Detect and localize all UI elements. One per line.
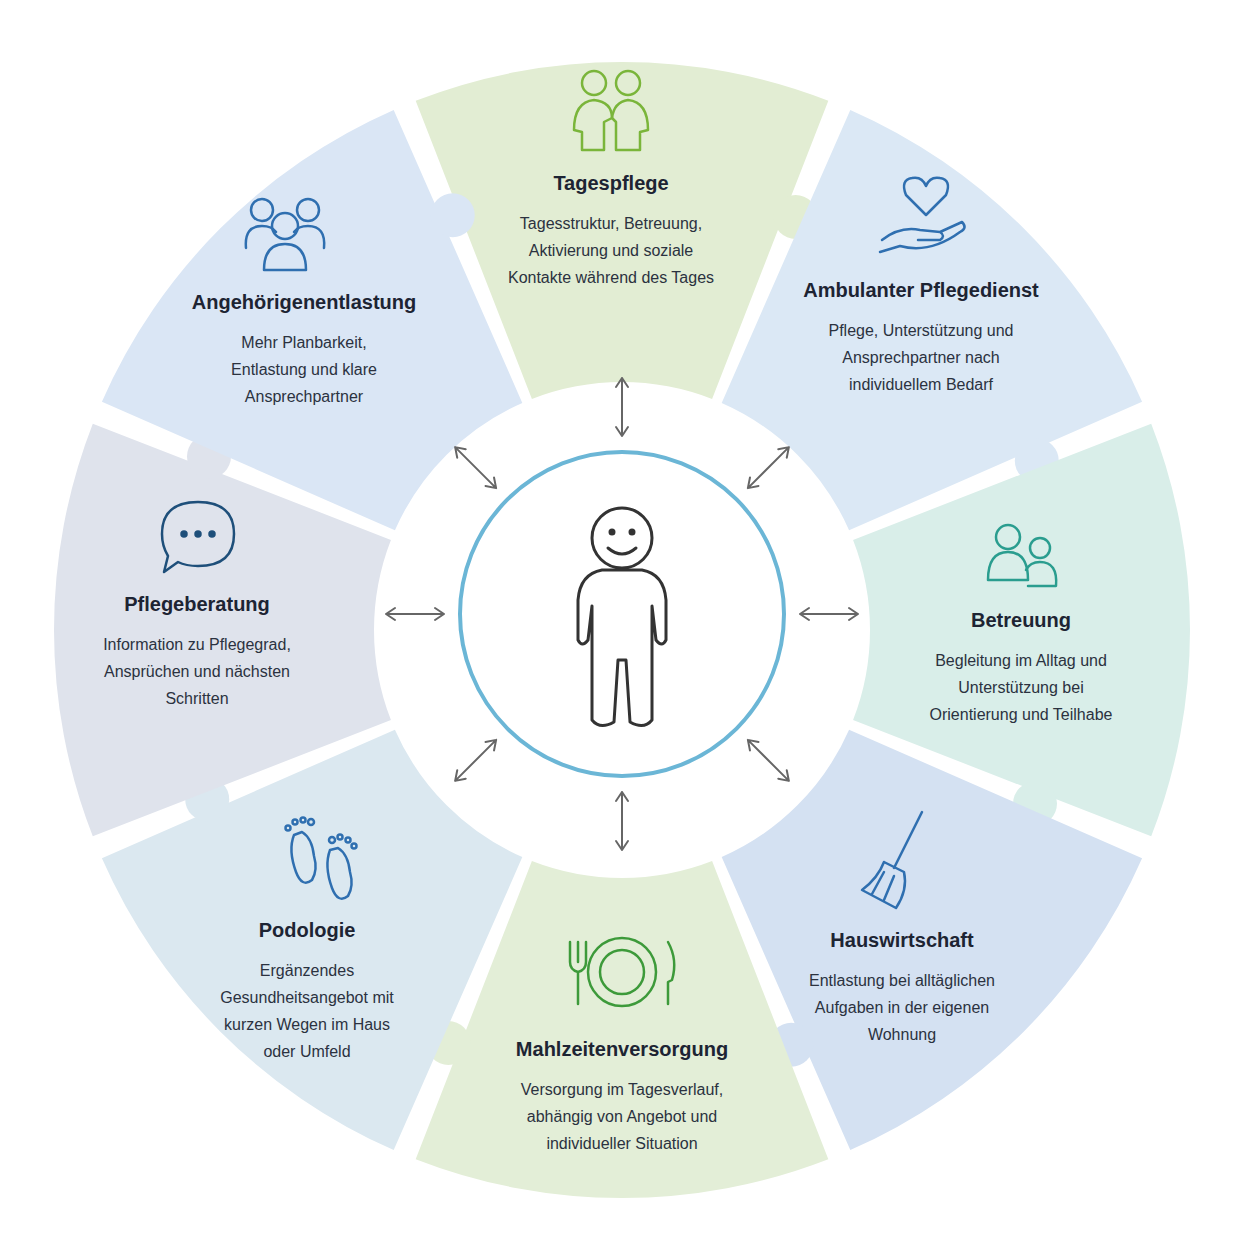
- service-segment: PodologieErgänzendes Gesundheitsangebot …: [203, 917, 411, 1065]
- segment-heading: Hauswirtschaft: [787, 927, 1017, 953]
- segment-description: Mehr Planbarkeit, Entlastung und klare A…: [212, 329, 397, 410]
- plate-icon: [570, 938, 674, 1006]
- service-segment: Ambulanter PflegedienstPflege, Unterstüt…: [799, 277, 1043, 398]
- segment-description: Ergänzendes Gesundheitsangebot mit kurze…: [207, 957, 407, 1065]
- segment-description: Information zu Pflegegrad, Ansprüchen un…: [87, 631, 307, 712]
- double-arrow: [386, 608, 444, 620]
- double-arrow: [455, 740, 496, 781]
- broom-icon: [862, 812, 922, 908]
- people-icon: [574, 71, 648, 150]
- segment-heading: Angehörigenentlastung: [188, 289, 421, 315]
- segment-heading: Mahlzeitenversorgung: [499, 1036, 745, 1062]
- service-segment: MahlzeitenversorgungVersorgung im Tagesv…: [499, 1036, 745, 1157]
- double-arrow: [616, 378, 628, 436]
- service-segment: PflegeberatungInformation zu Pflegegrad,…: [83, 591, 311, 712]
- service-segment: TagespflegeTagesstruktur, Betreuung, Akt…: [491, 170, 731, 291]
- service-segment: HauswirtschaftEntlastung bei alltägliche…: [787, 927, 1017, 1048]
- puzzle-knob: [431, 193, 475, 237]
- feet-icon: [286, 818, 357, 899]
- service-segment: AngehörigenentlastungMehr Planbarkeit, E…: [188, 289, 421, 410]
- service-segment: BetreuungBegleitung im Alltag und Unters…: [910, 607, 1133, 728]
- segment-heading: Ambulanter Pflegedienst: [799, 277, 1043, 303]
- segment-description: Begleitung im Alltag und Unterstützung b…: [914, 647, 1129, 728]
- puzzle-segment: [102, 110, 522, 530]
- double-arrow: [455, 447, 496, 488]
- speech-bubble-icon: [162, 502, 234, 572]
- segment-description: Versorgung im Tagesverlauf, abhängig von…: [503, 1076, 741, 1157]
- puzzle-ring: [54, 62, 1190, 1198]
- segment-description: Pflege, Unterstützung und Ansprechpartne…: [810, 317, 1032, 398]
- person-figure: [578, 508, 666, 726]
- segment-heading: Pflegeberatung: [83, 591, 311, 617]
- segment-description: Tagesstruktur, Betreuung, Aktivierung un…: [495, 210, 727, 291]
- segment-heading: Betreuung: [910, 607, 1133, 633]
- heart-hand-icon: [880, 178, 965, 252]
- icons: [162, 71, 1056, 1006]
- family-icon: [246, 199, 324, 270]
- double-arrow: [748, 447, 789, 488]
- double-arrow: [748, 740, 789, 781]
- segment-heading: Podologie: [203, 917, 411, 943]
- double-arrow: [616, 792, 628, 850]
- double-arrow: [800, 608, 858, 620]
- center-circle: [460, 452, 784, 776]
- segment-heading: Tagespflege: [491, 170, 731, 196]
- segment-description: Entlastung bei alltäglichen Aufgaben in …: [791, 967, 1013, 1048]
- people-icon: [988, 525, 1056, 586]
- double-arrows: [386, 378, 858, 850]
